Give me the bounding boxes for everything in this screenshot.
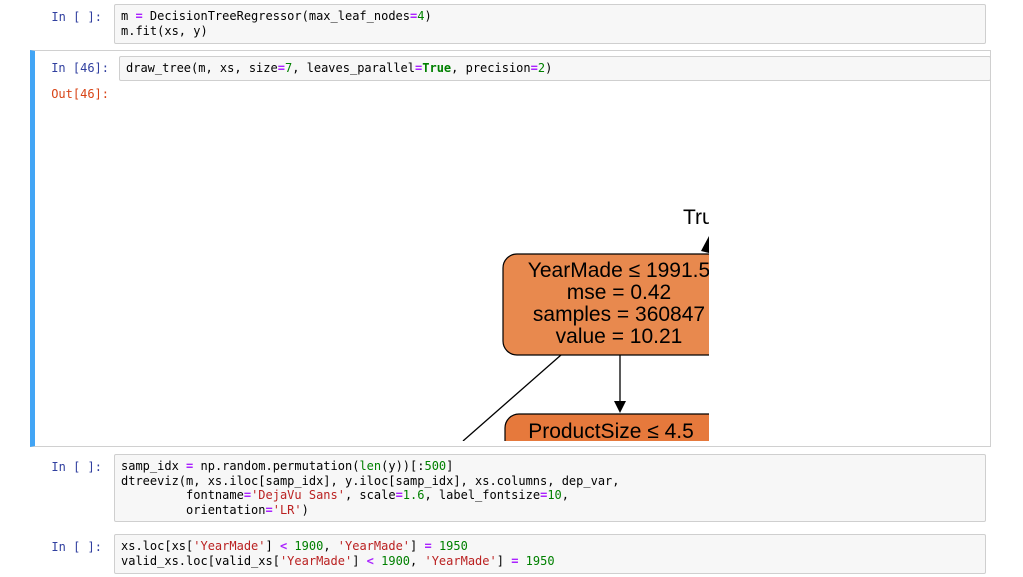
code-line: m = DecisionTreeRegressor(max_leaf_nodes… [121, 9, 432, 23]
edge-label-true: True [683, 206, 709, 229]
input-prompt: In [46]: [51, 61, 109, 75]
code-line: orientation='LR') [121, 502, 309, 517]
edge-to-left [462, 354, 562, 441]
code-line: m.fit(xs, y) [121, 23, 208, 38]
code-line: fontname='DejaVu Sans', scale=1.6, label… [121, 488, 569, 502]
tree-diagram: True YearMade ≤ 1991.5 mse = 0.42 sample… [462, 206, 709, 441]
tree-output: True YearMade ≤ 1991.5 mse = 0.42 sample… [119, 91, 709, 441]
code-cell-3[interactable]: In [ ]: samp_idx = np.random.permutation… [0, 450, 1023, 524]
arrow-head [701, 236, 709, 253]
code-line: valid_xs.loc[valid_xs['YearMade'] < 1900… [121, 553, 555, 568]
code-line: draw_tree(m, xs, size=7, leaves_parallel… [126, 61, 553, 75]
input-prompt: In [ ]: [51, 540, 102, 554]
code-editor[interactable]: draw_tree(m, xs, size=7, leaves_parallel… [119, 56, 991, 81]
output-prompt: Out[46]: [51, 87, 109, 101]
code-cell-4[interactable]: In [ ]: xs.loc[xs['YearMade'] < 1900, 'Y… [0, 530, 1023, 577]
child-condition: ProductSize ≤ 4.5 [528, 420, 694, 441]
code-line: samp_idx = np.random.permutation(len(y))… [121, 459, 454, 473]
root-value: value = 10.21 [556, 325, 683, 348]
root-node [502, 253, 709, 356]
code-cell-2-selected[interactable]: In [46]: draw_tree(m, xs, size=7, leaves… [30, 50, 991, 447]
input-prompt: In [ ]: [51, 460, 102, 474]
code-editor[interactable]: samp_idx = np.random.permutation(len(y))… [114, 454, 986, 522]
code-line: dtreeviz(m, xs.iloc[samp_idx], y.iloc[sa… [121, 473, 620, 488]
code-line: xs.loc[xs['YearMade'] < 1900, 'YearMade'… [121, 539, 468, 553]
code-editor[interactable]: m = DecisionTreeRegressor(max_leaf_nodes… [114, 4, 986, 44]
root-condition: YearMade ≤ 1991.5 [528, 259, 709, 282]
code-editor[interactable]: xs.loc[xs['YearMade'] < 1900, 'YearMade'… [114, 534, 986, 574]
child-node [504, 413, 709, 441]
root-mse: mse = 0.42 [567, 281, 671, 304]
root-samples: samples = 360847 [533, 303, 705, 326]
input-prompt: In [ ]: [51, 10, 102, 24]
code-cell-1[interactable]: In [ ]: m = DecisionTreeRegressor(max_le… [0, 0, 1023, 46]
